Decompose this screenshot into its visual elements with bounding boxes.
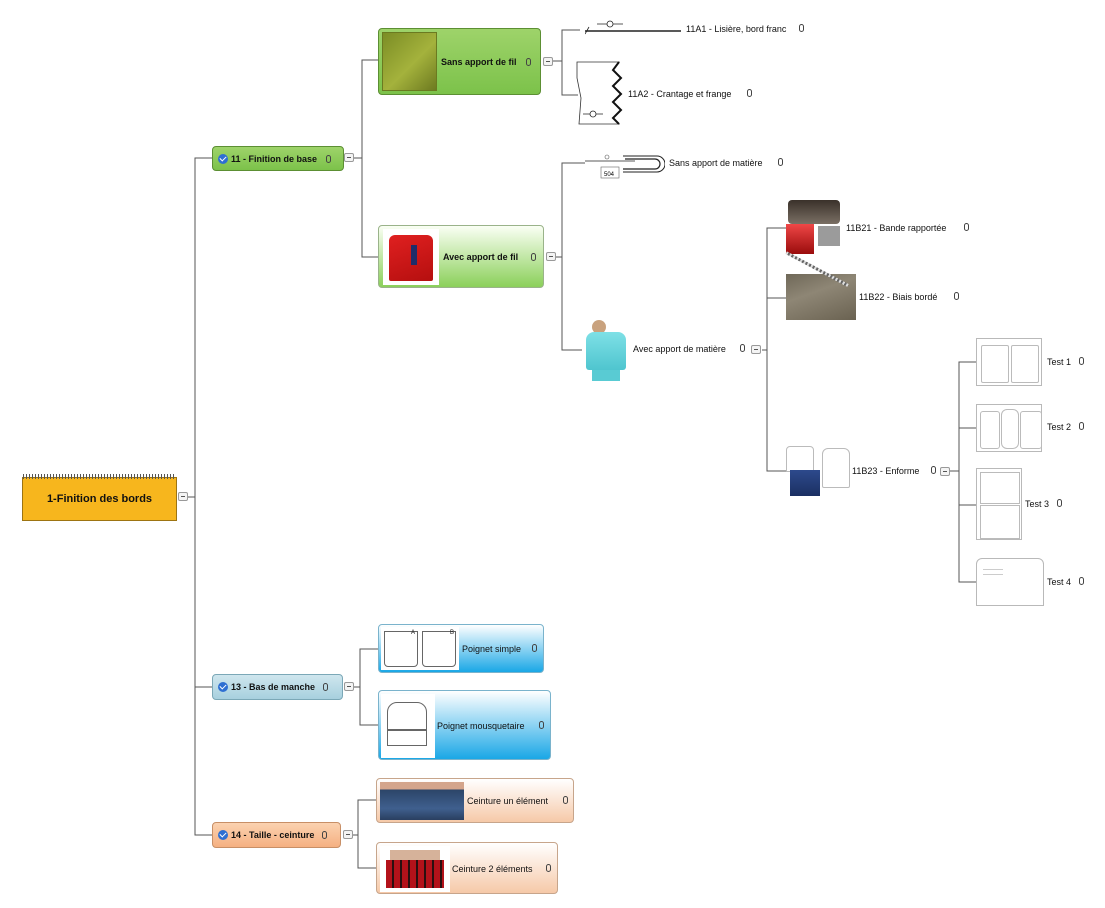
root-topic-label: 1-Finition des bords [46, 493, 153, 505]
paperclip-icon[interactable] [954, 292, 959, 300]
plaid-skirt-photo [380, 846, 450, 892]
paperclip-icon[interactable] [532, 644, 537, 652]
paperclip-icon[interactable] [546, 864, 551, 872]
topic-11b23-label[interactable]: 11B23 - Enforme [852, 466, 920, 476]
avec-apport-de-fil-label: Avec apport de fil [443, 252, 519, 262]
paperclip-icon[interactable] [326, 154, 332, 163]
red-shirt-photo [383, 229, 439, 285]
branch-13-bas-de-manche[interactable]: 13 - Bas de manche [212, 674, 343, 700]
topic-sans-apport-de-fil[interactable]: Sans apport de fil [378, 28, 541, 95]
topic-test-3-label[interactable]: Test 3 [1025, 499, 1050, 509]
branch-11-label: 11 - Finition de base [231, 153, 318, 164]
collapse-toggle-icon[interactable] [344, 682, 354, 691]
paperclip-icon[interactable] [1079, 577, 1084, 585]
pattern-sheet-test-1 [976, 338, 1042, 386]
branch-13-label: 13 - Bas de manche [231, 682, 316, 692]
cuff-b-label: B [450, 630, 455, 636]
sans-apport-de-fil-label: Sans apport de fil [441, 57, 517, 67]
rolled-hem-diagram: 504 [585, 154, 665, 179]
turquoise-jacket-photo [582, 318, 630, 382]
cuff-diagram-ab: A B [381, 627, 459, 670]
jeans-waistband-photo [380, 782, 464, 820]
spiral-binding [23, 474, 176, 479]
paperclip-icon[interactable] [931, 466, 936, 474]
paperclip-icon[interactable] [526, 58, 531, 66]
topic-11a1-label[interactable]: 11A1 - Lisière, bord franc [686, 24, 787, 34]
paperclip-icon[interactable] [563, 796, 568, 804]
paperclip-icon[interactable] [1079, 422, 1084, 430]
pattern-sheet-test-4 [976, 558, 1044, 606]
paperclip-icon[interactable] [1079, 357, 1084, 365]
collapse-toggle-icon[interactable] [343, 830, 353, 839]
bias-binding-photo [785, 251, 856, 320]
collapse-toggle-icon[interactable] [546, 252, 556, 261]
paperclip-icon[interactable] [323, 683, 329, 691]
bands-collage-photo [786, 200, 842, 256]
ceinture-un-element-label: Ceinture un élément [467, 796, 549, 806]
facing-collage-photo [786, 444, 850, 498]
branch-14-taille-ceinture[interactable]: 14 - Taille - ceinture [212, 822, 341, 848]
collapse-toggle-icon[interactable] [178, 492, 188, 501]
stitch-code-label: 504 [604, 172, 615, 178]
collapse-toggle-icon[interactable] [344, 153, 354, 162]
paperclip-icon[interactable] [964, 223, 969, 231]
topic-test-2-label[interactable]: Test 2 [1047, 422, 1072, 432]
french-cuff-diagram [381, 694, 435, 758]
branch-11-finition-de-base[interactable]: 11 - Finition de base [212, 146, 344, 171]
paperclip-icon[interactable] [322, 831, 328, 839]
paperclip-icon[interactable] [799, 24, 804, 32]
topic-poignet-mousquetaire[interactable]: Poignet mousquetaire [378, 690, 551, 760]
topic-avec-apport-de-matiere-label[interactable]: Avec apport de matière [633, 344, 726, 354]
branch-14-label: 14 - Taille - ceinture [231, 830, 315, 840]
poignet-simple-label: Poignet simple [462, 644, 522, 654]
paperclip-icon[interactable] [778, 158, 783, 166]
pattern-sheet-test-3 [976, 468, 1022, 540]
topic-11b21-label[interactable]: 11B21 - Bande rapportée [846, 223, 947, 233]
edge-selvage-diagram [585, 20, 681, 35]
paperclip-icon[interactable] [1057, 499, 1062, 507]
check-circle-icon [218, 682, 228, 692]
paperclip-icon[interactable] [747, 89, 752, 97]
topic-11b22-label[interactable]: 11B22 - Biais bordé [859, 292, 938, 302]
topic-avec-apport-de-fil[interactable]: Avec apport de fil [378, 225, 544, 288]
topic-ceinture-un-element[interactable]: Ceinture un élément [376, 778, 574, 823]
root-topic[interactable]: 1-Finition des bords [22, 474, 177, 521]
pinking-fringe-diagram [576, 61, 623, 125]
sweater-photo [382, 32, 437, 91]
paperclip-icon[interactable] [531, 253, 536, 261]
topic-poignet-simple[interactable]: A B Poignet simple [378, 624, 544, 673]
check-circle-icon [218, 153, 228, 164]
paperclip-icon[interactable] [539, 721, 544, 729]
collapse-toggle-icon[interactable] [751, 345, 761, 354]
poignet-mousquetaire-label: Poignet mousquetaire [437, 721, 525, 731]
topic-ceinture-2-elements[interactable]: Ceinture 2 éléments [376, 842, 558, 894]
topic-11a2-label[interactable]: 11A2 - Crantage et frange [628, 89, 732, 99]
check-circle-icon [218, 830, 228, 840]
topic-test-1-label[interactable]: Test 1 [1047, 357, 1072, 367]
pattern-sheet-test-2 [976, 404, 1042, 452]
ceinture-2-elements-label: Ceinture 2 éléments [452, 864, 533, 874]
topic-sans-apport-de-matiere-label[interactable]: Sans apport de matière [669, 158, 763, 168]
cuff-a-label: A [411, 630, 416, 636]
paperclip-icon[interactable] [740, 344, 745, 352]
topic-test-4-label[interactable]: Test 4 [1047, 577, 1072, 587]
collapse-toggle-icon[interactable] [543, 57, 553, 66]
collapse-toggle-icon[interactable] [940, 467, 950, 476]
